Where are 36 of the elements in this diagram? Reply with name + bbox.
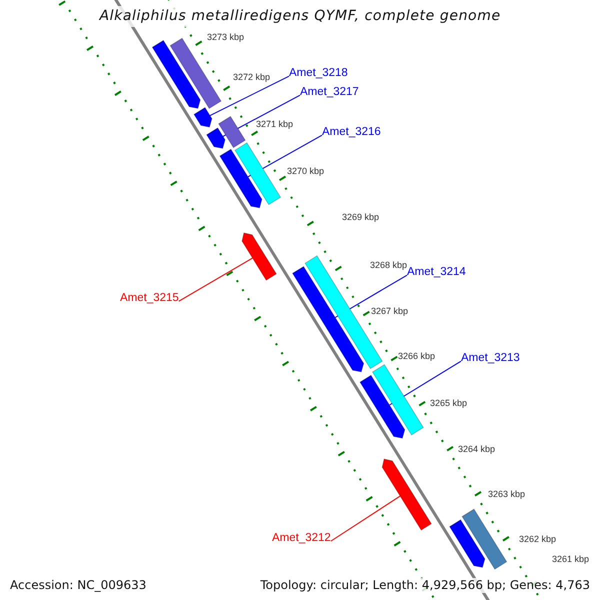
gene-label: Amet_3218 [289, 66, 348, 80]
gene-label: Amet_3212 [272, 532, 331, 544]
gene-feature [206, 127, 226, 149]
scale-label: 3267 kbp [371, 307, 408, 317]
gene-feature [292, 266, 364, 372]
gene-label: Amet_3216 [322, 126, 381, 138]
leader-line [210, 76, 290, 116]
scale-label: 3264 kbp [458, 445, 496, 455]
gene-feature [372, 364, 424, 436]
scale-label: 3271 kbp [256, 120, 294, 130]
gene-feature [462, 508, 508, 570]
gene-feature [218, 116, 246, 148]
gene-feature [219, 148, 262, 208]
scale-label: 3261 kbp [552, 555, 590, 565]
scale-label: 3262 kbp [519, 535, 556, 545]
gene-feature [242, 232, 277, 281]
gene-label: Amet_3213 [461, 352, 520, 364]
gene-label: Amet_3215 [120, 292, 179, 304]
scale-label: 3263 kbp [488, 490, 526, 500]
scale-label: 3268 kbp [370, 261, 408, 270]
scale-label: 3266 kbp [398, 352, 436, 362]
scale-label: 3269 kbp [342, 213, 380, 223]
gene-feature [234, 142, 282, 206]
scale-label: 3273 kbp [207, 33, 244, 43]
leader-line [178, 258, 253, 302]
gene-feature [193, 106, 212, 128]
scale-label: 3265 kbp [430, 399, 468, 409]
gene-label: Amet_3217 [300, 86, 359, 98]
gene-feature [152, 40, 201, 109]
leader-line [330, 496, 401, 542]
gene-feature [382, 458, 432, 531]
gene-label: Amet_3214 [407, 266, 466, 278]
scale-label: 3270 kbp [287, 167, 324, 177]
scale-label: 3272 kbp [233, 73, 270, 83]
gene-feature [359, 374, 406, 439]
gene-feature [449, 519, 486, 568]
